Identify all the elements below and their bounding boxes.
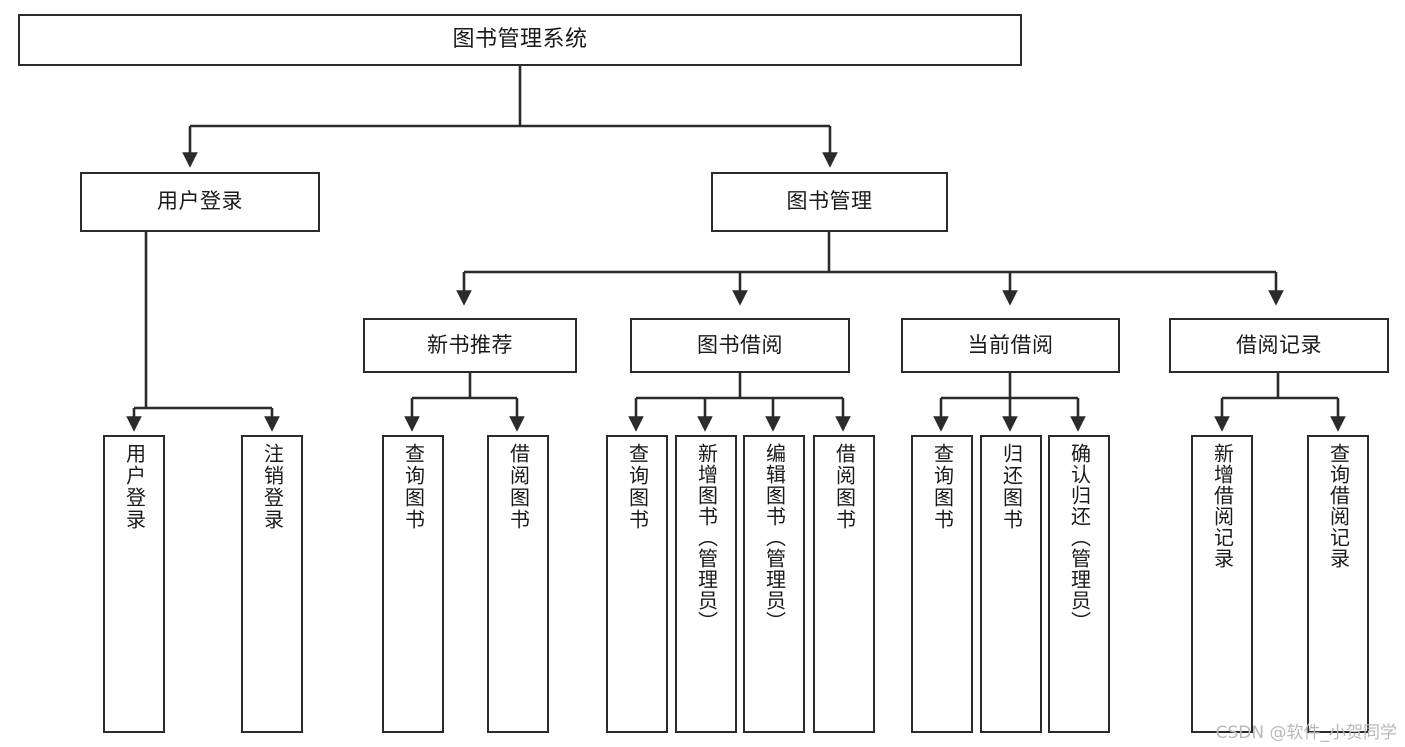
- node-label: 图书借阅: [697, 332, 783, 357]
- node-label: 新增图书（管理员）: [694, 443, 719, 632]
- node-label: 图书管理系统: [452, 26, 588, 52]
- node-label: 用户登录: [157, 189, 243, 214]
- node-label: 查询图书: [930, 443, 955, 531]
- node-label: 归还图书: [999, 443, 1024, 531]
- node-label: 查询图书: [401, 443, 426, 531]
- node-label: 新增借阅记录: [1210, 443, 1235, 569]
- leaf-query-book-current[interactable]: 查询图书: [911, 435, 973, 733]
- watermark-text: CSDN @软件_小贺同学: [1215, 723, 1397, 743]
- leaf-edit-book-admin[interactable]: 编辑图书（管理员）: [743, 435, 805, 733]
- node-label: 借阅图书: [506, 443, 531, 531]
- node-label: 注销登录: [260, 443, 285, 531]
- node-label: 查询借阅记录: [1326, 443, 1351, 569]
- node-current-borrow[interactable]: 当前借阅: [901, 318, 1120, 373]
- node-label: 借阅图书: [832, 443, 857, 531]
- leaf-return-book[interactable]: 归还图书: [980, 435, 1042, 733]
- leaf-confirm-return-admin[interactable]: 确认归还（管理员）: [1048, 435, 1110, 733]
- node-root-system[interactable]: 图书管理系统: [18, 14, 1022, 66]
- node-book-borrow[interactable]: 图书借阅: [630, 318, 850, 373]
- node-label: 确认归还（管理员）: [1067, 443, 1092, 632]
- node-label: 用户登录: [122, 443, 147, 531]
- node-book-management[interactable]: 图书管理: [711, 172, 948, 232]
- node-label: 当前借阅: [967, 332, 1054, 357]
- leaf-user-login[interactable]: 用户登录: [103, 435, 165, 733]
- node-user-login[interactable]: 用户登录: [80, 172, 320, 232]
- node-label: 查询图书: [625, 443, 650, 531]
- leaf-query-borrow-record[interactable]: 查询借阅记录: [1307, 435, 1369, 733]
- node-new-book-recommend[interactable]: 新书推荐: [363, 318, 577, 373]
- leaf-query-book-borrow[interactable]: 查询图书: [606, 435, 668, 733]
- leaf-add-borrow-record[interactable]: 新增借阅记录: [1191, 435, 1253, 733]
- leaf-borrow-book[interactable]: 借阅图书: [813, 435, 875, 733]
- node-label: 图书管理: [786, 189, 873, 214]
- leaf-query-book-recommend[interactable]: 查询图书: [382, 435, 444, 733]
- leaf-user-logout[interactable]: 注销登录: [241, 435, 303, 733]
- node-borrow-record[interactable]: 借阅记录: [1169, 318, 1389, 373]
- node-label: 编辑图书（管理员）: [762, 443, 787, 632]
- node-label: 新书推荐: [427, 332, 513, 357]
- node-label: 借阅记录: [1236, 332, 1322, 357]
- leaf-add-book-admin[interactable]: 新增图书（管理员）: [675, 435, 737, 733]
- leaf-borrow-book-recommend[interactable]: 借阅图书: [487, 435, 549, 733]
